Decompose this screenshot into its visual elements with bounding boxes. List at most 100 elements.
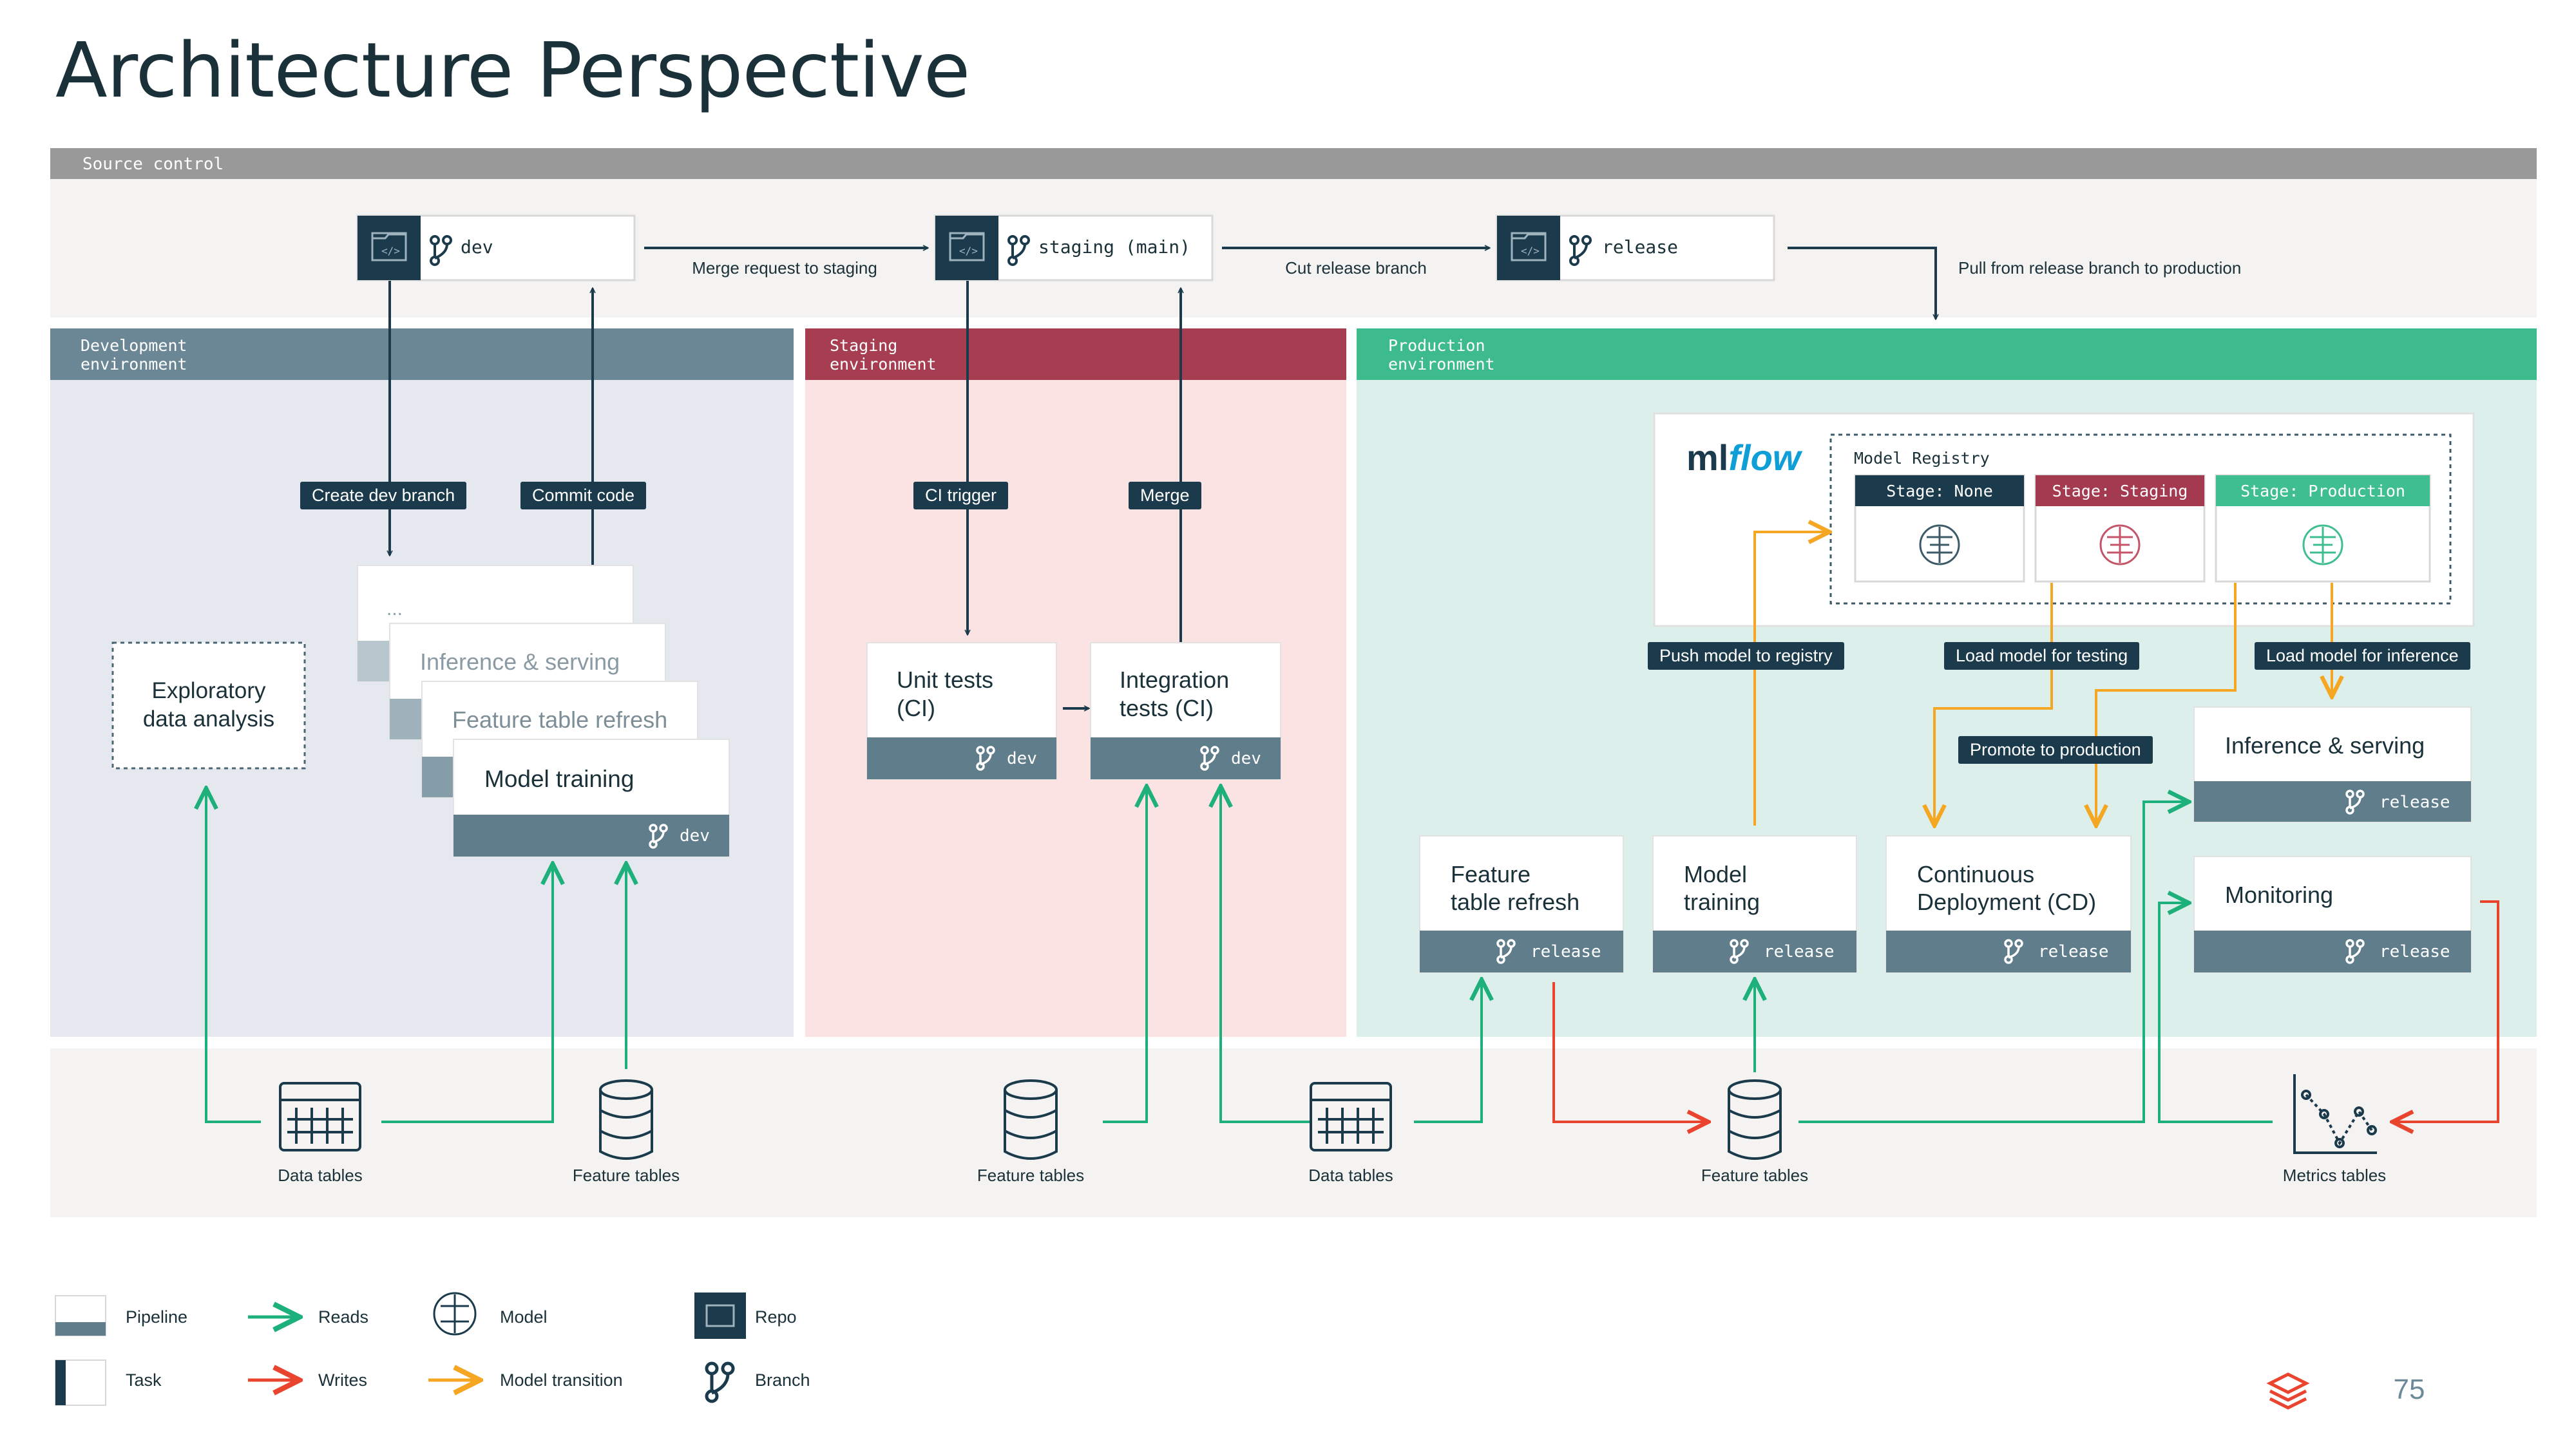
create-dev-branch-pill: Create dev branch [300,482,467,509]
registry-label: Model Registry [1854,449,1990,468]
prod-model-training-line1: Model [1684,861,1747,887]
pull-release-arrow [1788,247,1936,319]
stack-item-feature-refresh: Feature table refresh [452,706,667,733]
merge-pill: Merge [1129,482,1201,509]
branch-icon [1200,746,1219,771]
prod-model-training-line2: training [1684,889,1760,915]
stage-staging[interactable]: Stage: Staging [2034,474,2206,583]
branch-icon [976,746,995,771]
repo-release-branch: release [1602,236,1678,258]
integration-tests-line2: tests (CI) [1120,695,1214,721]
source-control-band: Source control [50,148,2537,317]
repo-staging[interactable]: </> staging (main) [934,214,1214,281]
prod-feature-refresh-line2: table refresh [1451,889,1579,915]
model-icon [2302,524,2343,565]
prod-env-label-1: Production [1388,336,1485,355]
stage-none[interactable]: Stage: None [1854,474,2025,583]
svg-text:</>: </> [959,245,978,257]
prod-feature-refresh-tag: release [1531,942,1601,961]
repo-dev-branch: dev [461,236,493,258]
database-icon [1004,1079,1058,1160]
prod-model-training-pipeline[interactable]: Model training release [1652,835,1857,973]
branch-icon [1496,939,1516,964]
branch-icon [1007,235,1030,266]
svg-text:</>: </> [381,245,400,257]
stage-none-label: Stage: None [1886,482,1993,500]
repo-icon: </> [1511,232,1547,261]
prod-feature-refresh-pipeline[interactable]: Feature table refresh release [1419,835,1624,973]
push-model-arrow [1753,532,1827,826]
source-transitions [644,248,1936,319]
prod-monitoring-pipeline[interactable]: Monitoring release [2193,856,2472,973]
exploratory-line1: Exploratory [151,678,266,703]
model-training-label: Model training [484,766,634,792]
unit-tests-pipeline[interactable]: Unit tests (CI) dev [866,642,1057,780]
dev-env-label-2: environment [81,355,187,374]
branch-icon [2345,939,2365,964]
databricks-logo-icon [2266,1372,2310,1410]
repo-icon [694,1293,746,1339]
prod-cd-pipeline[interactable]: Continuous Deployment (CD) release [1885,835,2132,973]
staging-env-label-1: Staging [830,336,897,355]
cut-release-label: Cut release branch [1285,258,1427,278]
legend-model-transition: Model transition [500,1370,623,1390]
metrics-chart-icon [2293,1074,2377,1154]
stage-production[interactable]: Stage: Production [2215,474,2431,583]
prod-monitoring-label: Monitoring [2225,882,2333,908]
legend-model: Model [500,1307,548,1327]
model-icon [433,1292,477,1336]
unit-tests-line2: (CI) [897,695,935,721]
legend-branch: Branch [755,1370,810,1390]
prod-inference-label: Inference & serving [2225,732,2425,759]
prod-cd-line2: Deployment (CD) [1917,889,2096,915]
reads-features-to-inference [1798,802,2186,1123]
table-label: Feature tables [573,1166,680,1185]
dev-model-training-pipeline[interactable]: Model training dev [453,739,730,857]
svg-text:</>: </> [1521,245,1540,257]
table-icon [1310,1082,1392,1151]
prod-env-label-2: environment [1388,355,1495,374]
prod-model-training-tag: release [1764,942,1835,961]
branch-icon [1569,235,1592,266]
unit-tests-tag: dev [1007,749,1037,768]
model-icon [2099,524,2141,565]
prod-cd-tag: release [2038,942,2109,961]
branch-icon [649,824,668,849]
page-title: Architecture Perspective [55,26,970,115]
load-testing-pill: Load model for testing [1944,642,2140,670]
prod-monitoring-tag: release [2380,942,2450,961]
database-icon [599,1079,653,1160]
branch-icon [705,1361,735,1403]
repo-release[interactable]: </> release [1496,214,1775,281]
page-number: 75 [2394,1374,2425,1405]
legend-pipeline: Pipeline [126,1307,187,1327]
branch-icon [2004,939,2023,964]
reads-data-to-feature-refresh [1414,982,1482,1123]
integration-tests-pipeline[interactable]: Integration tests (CI) dev [1090,642,1281,780]
writes-metrics [2395,900,2499,1122]
table-label: Metrics tables [2283,1166,2386,1185]
table-icon [279,1082,361,1151]
branch-icon [430,235,452,266]
branch-icon [1730,939,1749,964]
database-icon [1728,1079,1782,1160]
reads-features-to-integration-a [1103,789,1147,1123]
unit-tests-line1: Unit tests [897,667,993,693]
legend-writes: Writes [318,1370,367,1390]
promote-pill: Promote to production [1958,736,2153,764]
exploratory-line2: data analysis [143,706,274,732]
repo-icon: </> [371,232,407,261]
stage-staging-label: Stage: Staging [2052,482,2188,500]
writes-feature-tables [1552,982,1706,1122]
model-icon [1919,524,1960,565]
prod-inference-pipeline[interactable]: Inference & serving release [2193,706,2472,822]
repo-icon: </> [949,232,985,261]
exploratory-task[interactable]: Exploratory data analysis [111,641,306,770]
merge-request-label: Merge request to staging [692,258,877,278]
legend-task: Task [126,1370,162,1390]
legend: Pipeline Task Reads Writes Model Model t… [55,1292,810,1406]
ci-trigger-pill: CI trigger [913,482,1009,509]
push-model-pill: Push model to registry [1648,642,1844,670]
repo-dev[interactable]: </> dev [356,214,636,281]
